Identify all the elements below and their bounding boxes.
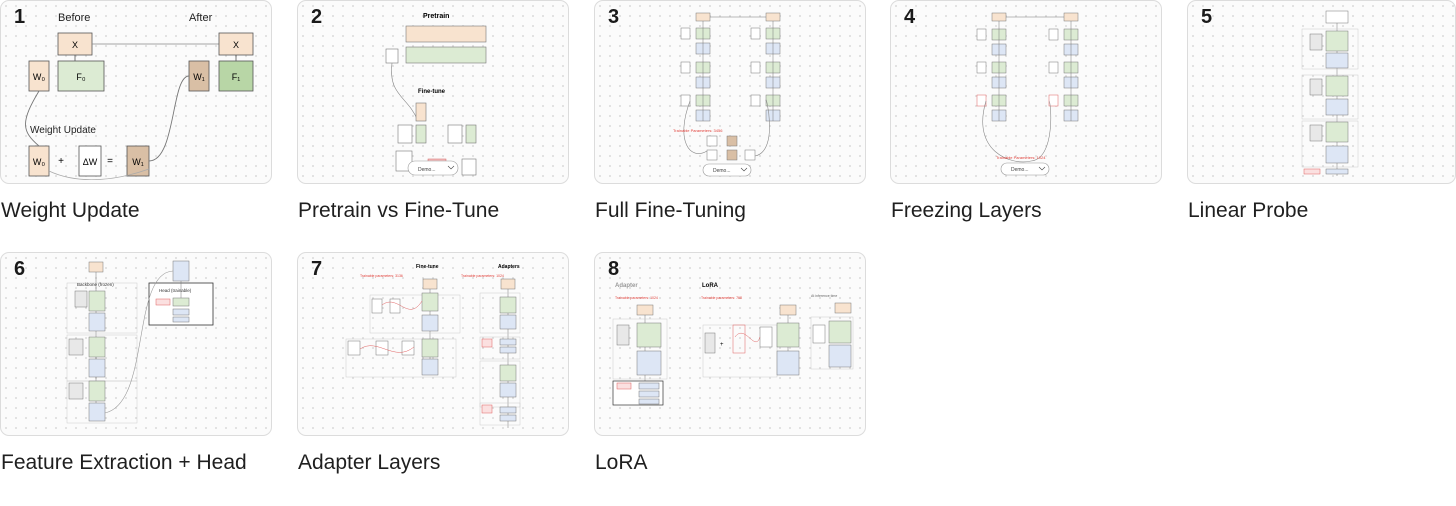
pretrain-label: Pretrain — [423, 13, 449, 20]
gallery-card-lora[interactable]: 8 Adapter LoRA Trainable parameters: 102… — [594, 252, 866, 474]
delta-w-text: ΔW — [83, 157, 98, 167]
demo-dropdown — [702, 163, 752, 177]
after-f1-node — [218, 60, 254, 92]
lora-plus-sign: + — [720, 342, 724, 348]
card-title[interactable]: Feature Extraction + Head — [1, 451, 247, 474]
trainable-lora-label: Trainable parameters: 768 — [701, 296, 742, 300]
adapter-label: Adapter — [615, 283, 638, 289]
thumbnail-feature-extraction-head[interactable]: 6 — [0, 252, 272, 436]
gallery-card-weight-update[interactable]: 1 Before After X X W₀ F₀ W₁ — [0, 0, 272, 222]
backbone-label: Backbone (frozen) — [77, 282, 114, 287]
head-label: Head (trainable) — [159, 288, 192, 293]
demo-dropdown-text: Demo... — [713, 168, 731, 174]
card-title[interactable]: Adapter Layers — [298, 451, 441, 474]
fine-tune-label: Fine-tune — [416, 264, 439, 270]
gallery-card-feature-extraction-head[interactable]: 6 — [0, 252, 272, 474]
card-number: 3 — [608, 6, 620, 28]
plus-sign: + — [58, 156, 64, 167]
card-title[interactable]: Pretrain vs Fine-Tune — [298, 199, 500, 222]
after-f1-text: F₁ — [232, 72, 241, 82]
full-fine-tuning-diagram: Trainable Parameters: 3456 Demo... — [673, 12, 781, 177]
before-f0-node — [57, 60, 105, 92]
update-w1-text: W₁ — [132, 157, 144, 167]
card-number: 4 — [904, 6, 916, 28]
thumbnail-lora[interactable]: 8 Adapter LoRA Trainable parameters: 102… — [594, 252, 866, 436]
card-number: 7 — [311, 258, 323, 280]
after-x-text: X — [233, 40, 239, 50]
trainable-ad-label: Trainable parameters: 1024 — [461, 274, 504, 278]
before-label: Before — [58, 12, 90, 24]
adapter-layers-diagram: Fine-tune Adapters Trainable parameters:… — [345, 264, 521, 428]
card-number: 6 — [14, 258, 26, 280]
fine-tune-label: Fine-tune — [418, 89, 446, 95]
weight-update-label: Weight Update — [30, 125, 96, 136]
lora-diagram: Adapter LoRA Trainable parameters: 1024 … — [612, 283, 854, 406]
after-w1-text: W₁ — [193, 72, 205, 82]
lora-label: LoRA — [702, 283, 719, 289]
trainable-ad-label: Trainable parameters: 1024 — [615, 296, 658, 300]
card-title[interactable]: Weight Update — [1, 199, 140, 222]
before-x-text: X — [72, 40, 78, 50]
equals-sign: = — [107, 156, 113, 167]
card-number: 1 — [14, 6, 26, 28]
before-w0-text: W₀ — [33, 72, 45, 82]
card-title[interactable]: Linear Probe — [1188, 199, 1309, 222]
thumbnail-adapter-layers[interactable]: 7 Fine-tune Adapters Trainable parameter… — [297, 252, 569, 436]
freezing-layers-diagram: Trainable Parameters: 1024 Demo... — [976, 12, 1079, 176]
weight-update-diagram: Before After X X W₀ F₀ W₁ F — [25, 12, 254, 180]
card-title[interactable]: Freezing Layers — [891, 199, 1042, 222]
card-title[interactable]: Full Fine-Tuning — [595, 199, 746, 222]
thumbnail-linear-probe[interactable]: 5 — [1187, 0, 1456, 184]
before-f0-text: F₀ — [76, 72, 85, 82]
linear-probe-diagram — [1301, 10, 1359, 176]
pretrain-diagram: Pretrain Fine-tune Demo... — [385, 13, 487, 176]
card-title[interactable]: LoRA — [595, 451, 648, 474]
demo-dropdown — [1000, 162, 1050, 176]
card-number: 2 — [311, 6, 323, 28]
adapters-label: Adapters — [498, 264, 520, 270]
trainable-parameters-label: Trainable Parameters: 1024 — [996, 155, 1046, 160]
demo-dropdown — [407, 160, 459, 176]
gallery-card-freezing-layers[interactable]: 4 — [890, 0, 1162, 222]
gallery-card-pretrain-vs-fine-tune[interactable]: 2 Pretrain Fine-tune Demo... — [297, 0, 569, 222]
after-label: After — [189, 12, 213, 24]
card-number: 8 — [608, 258, 620, 280]
gallery-card-full-fine-tuning[interactable]: 3 — [594, 0, 866, 222]
demo-dropdown-text: Demo... — [418, 167, 436, 173]
card-number: 5 — [1201, 6, 1213, 28]
thumbnail-pretrain-vs-fine-tune[interactable]: 2 Pretrain Fine-tune Demo... — [297, 0, 569, 184]
gallery-card-linear-probe[interactable]: 5 Linear Probe — [1187, 0, 1456, 222]
trainable-parameters-label: Trainable Parameters: 3456 — [673, 128, 723, 133]
thumbnail-full-fine-tuning[interactable]: 3 — [594, 0, 866, 184]
thumbnail-freezing-layers[interactable]: 4 — [890, 0, 1162, 184]
gallery-card-adapter-layers[interactable]: 7 Fine-tune Adapters Trainable parameter… — [297, 252, 569, 474]
inference-label: At inference time — [811, 294, 837, 298]
demo-dropdown-text: Demo... — [1011, 167, 1029, 173]
thumbnail-weight-update[interactable]: 1 Before After X X W₀ F₀ W₁ — [0, 0, 272, 184]
feature-extraction-diagram: Backbone (frozen) Head (trainable) — [66, 260, 214, 424]
update-w0-text: W₀ — [33, 157, 45, 167]
trainable-ft-label: Trainable parameters: 3136 — [360, 274, 403, 278]
delta-w-node — [78, 145, 102, 177]
